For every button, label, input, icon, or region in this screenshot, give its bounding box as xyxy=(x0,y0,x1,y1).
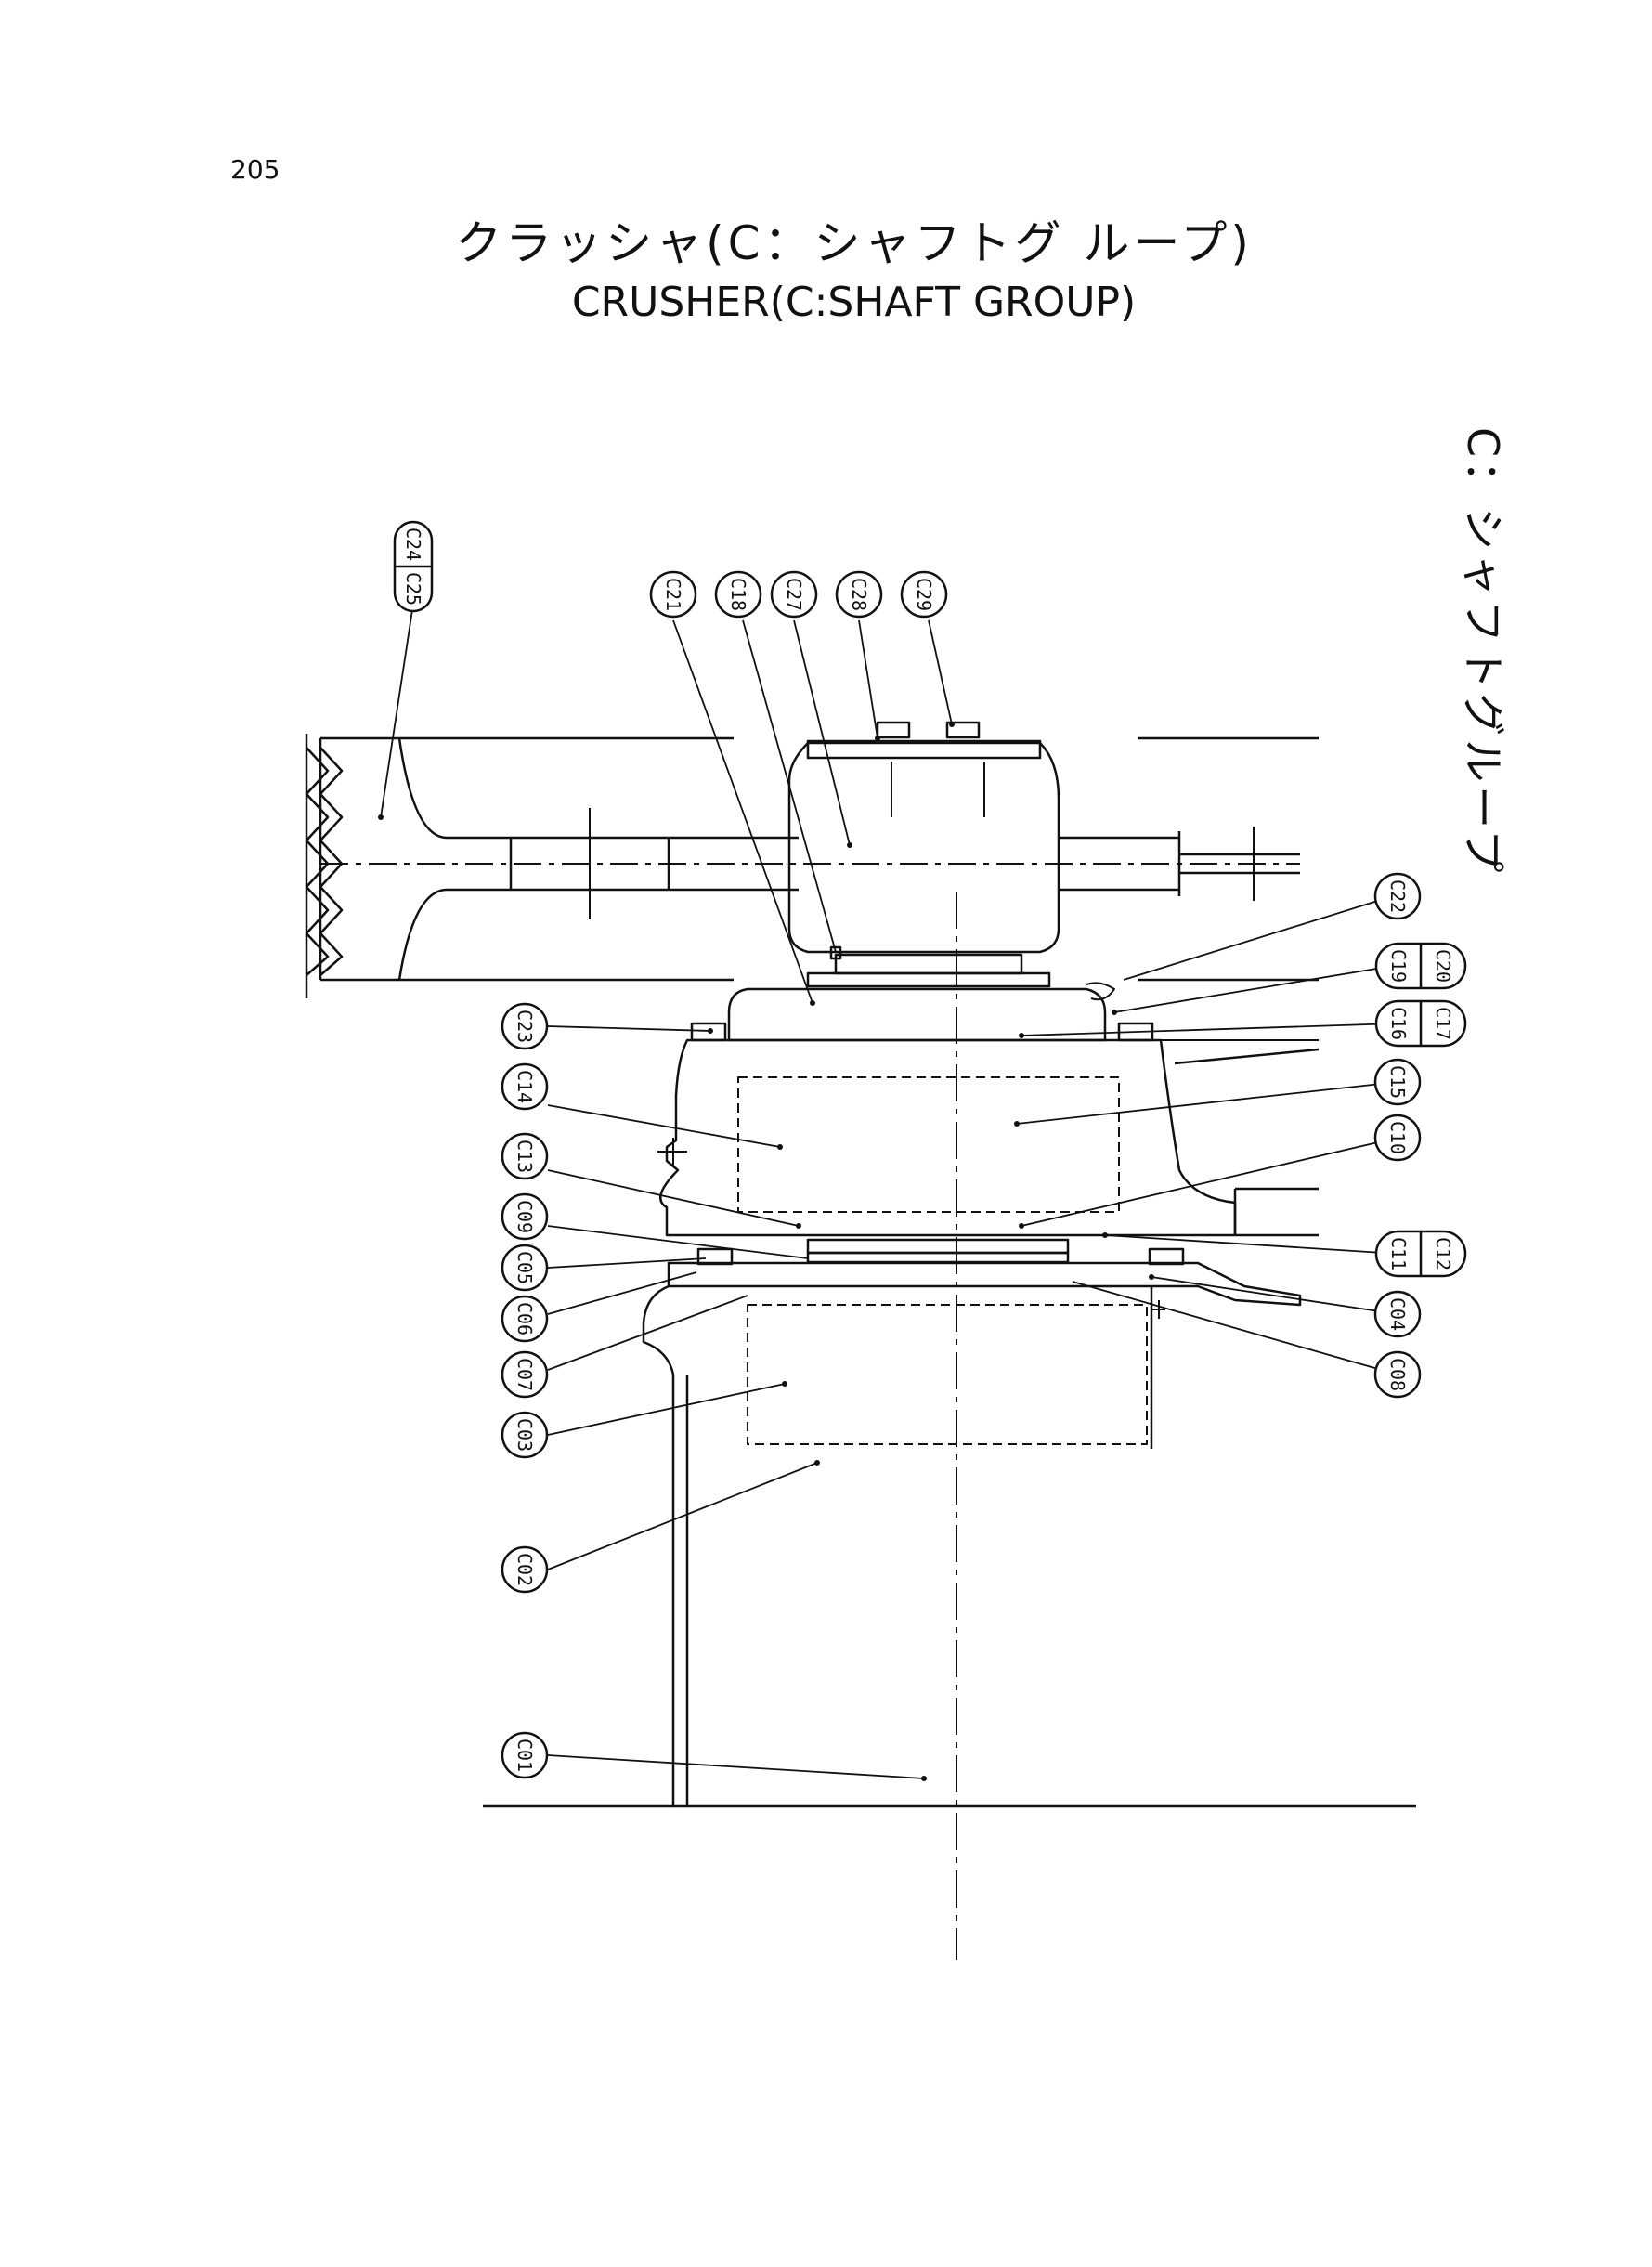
wire-c22 xyxy=(1086,982,1115,1001)
page-number: 205 xyxy=(230,154,280,185)
callout-c08: C08 xyxy=(1373,1350,1422,1399)
plate-lower xyxy=(806,1251,1070,1264)
callout-label: C04 xyxy=(1386,1297,1409,1331)
callout-c09: C09 xyxy=(501,1192,549,1241)
callout-c06: C06 xyxy=(501,1295,549,1343)
callout-c16c17: C16 C17 xyxy=(1374,999,1467,1048)
callout-c13: C13 xyxy=(501,1132,549,1180)
callout-c27: C27 xyxy=(770,570,818,619)
callout-label: C27 xyxy=(783,578,805,611)
hub xyxy=(787,736,1319,982)
callout-label: C10 xyxy=(1386,1121,1409,1154)
pulley xyxy=(305,734,1300,998)
callout-c05: C05 xyxy=(501,1244,549,1292)
title-english: CRUSHER(C:SHAFT GROUP) xyxy=(571,279,1137,326)
callout-label: C15 xyxy=(1386,1065,1409,1099)
callout-c03: C03 xyxy=(501,1411,549,1459)
bolt-c29 xyxy=(945,721,981,739)
bolt-c05 xyxy=(696,1247,734,1266)
callout-label: C07 xyxy=(514,1358,536,1391)
callout-label: C17 xyxy=(1432,1007,1454,1040)
callout-label: C11 xyxy=(1387,1237,1410,1270)
callout-label: C01 xyxy=(514,1739,536,1772)
callout-label: C29 xyxy=(913,578,935,611)
callout-c14: C14 xyxy=(501,1062,549,1111)
callout-c04: C04 xyxy=(1373,1290,1422,1338)
callout-label: C13 xyxy=(514,1140,536,1173)
callout-label: C03 xyxy=(514,1418,536,1452)
callout-label: C21 xyxy=(662,578,684,611)
callout-label: C02 xyxy=(514,1553,536,1586)
callout-label: C09 xyxy=(514,1200,536,1233)
leader-lines xyxy=(380,603,1398,1779)
bolt-c04 xyxy=(1148,1247,1185,1266)
title-japanese: クラッシャ(C：シャフトグ ループ) xyxy=(455,216,1253,270)
callout-c24c25: C24 C25 xyxy=(393,520,434,613)
callout-c23: C23 xyxy=(501,1002,549,1050)
callout-c21: C21 xyxy=(649,570,697,619)
callout-c07: C07 xyxy=(501,1350,549,1399)
callout-label: C14 xyxy=(514,1070,536,1103)
callout-label: C20 xyxy=(1432,949,1454,983)
callout-c19c20: C19 C20 xyxy=(1374,942,1467,990)
key-c18 xyxy=(829,945,842,960)
callout-c10: C10 xyxy=(1373,1114,1422,1162)
callout-label: C18 xyxy=(727,578,749,611)
callout-label: C25 xyxy=(402,572,424,606)
callout-label: C12 xyxy=(1432,1237,1454,1270)
callout-c18: C18 xyxy=(714,570,762,619)
callout-label: C16 xyxy=(1387,1007,1410,1040)
leader-dots xyxy=(378,722,1154,1781)
callout-c01: C01 xyxy=(501,1731,549,1779)
housing-body xyxy=(657,1038,1320,1237)
callout-label: C22 xyxy=(1386,879,1409,913)
collar xyxy=(834,953,1023,975)
bearing-housing xyxy=(727,987,1107,1042)
callout-c11c12: C11 C12 xyxy=(1374,1230,1467,1278)
flange xyxy=(667,1261,1302,1307)
callout-c02: C02 xyxy=(501,1545,549,1594)
callout-label: C05 xyxy=(514,1251,536,1284)
callout-label: C19 xyxy=(1387,949,1410,983)
callout-label: C06 xyxy=(514,1302,536,1335)
callout-c15: C15 xyxy=(1373,1058,1422,1106)
callout-label: C08 xyxy=(1386,1358,1409,1391)
bolt-c28 xyxy=(876,721,911,739)
callout-label: C24 xyxy=(402,528,424,561)
callout-label: C28 xyxy=(848,578,870,611)
spacer xyxy=(806,971,1051,988)
lower-body xyxy=(642,1284,1165,1806)
callout-c22: C22 xyxy=(1373,872,1422,920)
plate-upper xyxy=(806,1238,1070,1255)
callout-c29: C29 xyxy=(900,570,948,619)
callout-c28: C28 xyxy=(835,570,883,619)
callout-label: C23 xyxy=(514,1010,536,1043)
